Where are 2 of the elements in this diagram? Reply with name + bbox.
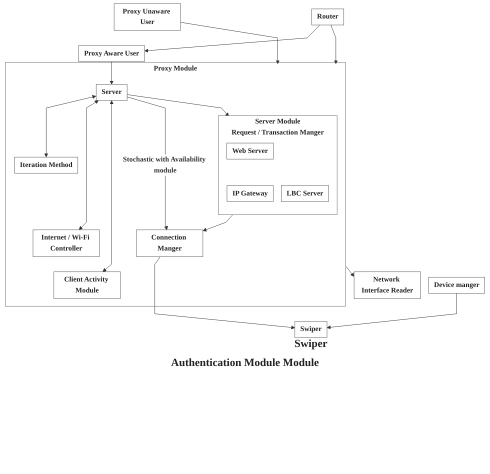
node-caption: Swiper — [294, 338, 328, 350]
annotation-text: Authentication Module Module — [171, 357, 319, 369]
